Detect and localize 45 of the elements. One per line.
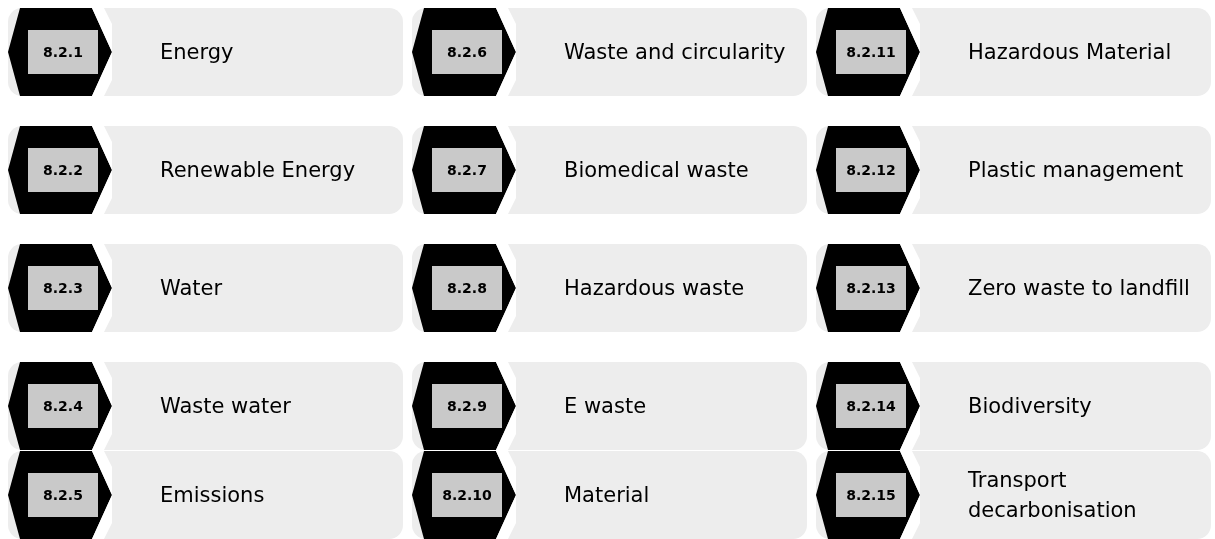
section-number: 8.2.7: [432, 148, 502, 192]
topic-card: [816, 8, 1211, 96]
section-number: 8.2.14: [836, 384, 906, 428]
topic-card: [412, 451, 807, 539]
topic-card: [816, 126, 1211, 214]
section-number: 8.2.2: [28, 148, 98, 192]
topic-card: [816, 362, 1211, 450]
topic-label: Plastic management: [968, 157, 1185, 184]
section-number: 8.2.1: [28, 30, 98, 74]
topic-label: E waste: [564, 393, 648, 420]
section-number: 8.2.8: [432, 266, 502, 310]
section-number: 8.2.6: [432, 30, 502, 74]
topic-card: [8, 244, 403, 332]
topic-card: [8, 451, 403, 539]
topic-card: [8, 126, 403, 214]
topic-card: [412, 244, 807, 332]
section-number: 8.2.3: [28, 266, 98, 310]
topic-label: Biodiversity: [968, 393, 1093, 420]
section-number: 8.2.15: [836, 473, 906, 517]
topic-label: Biomedical waste: [564, 157, 750, 184]
topic-label: Emissions: [160, 482, 266, 509]
topic-label: Hazardous waste: [564, 275, 746, 302]
section-number: 8.2.4: [28, 384, 98, 428]
section-number: 8.2.9: [432, 384, 502, 428]
topic-card: [816, 451, 1211, 539]
section-number: 8.2.11: [836, 30, 906, 74]
topic-card: [816, 244, 1211, 332]
topic-label: Waste and circularity: [564, 39, 787, 66]
topic-label: Hazardous Material: [968, 39, 1173, 66]
section-number: 8.2.12: [836, 148, 906, 192]
topic-card: [412, 126, 807, 214]
topic-label: Material: [564, 482, 651, 509]
section-number: 8.2.5: [28, 473, 98, 517]
topic-label: Transport decarbonisation: [968, 467, 1138, 524]
topic-label: Zero waste to landfill: [968, 275, 1191, 302]
section-number: 8.2.13: [836, 266, 906, 310]
topic-card: [8, 362, 403, 450]
topic-card: [8, 8, 403, 96]
topic-label: Waste water: [160, 393, 292, 420]
topic-label: Energy: [160, 39, 235, 66]
topic-label: Renewable Energy: [160, 157, 357, 184]
section-number: 8.2.10: [432, 473, 502, 517]
topic-card: [412, 8, 807, 96]
topic-card: [412, 362, 807, 450]
topic-label: Water: [160, 275, 224, 302]
